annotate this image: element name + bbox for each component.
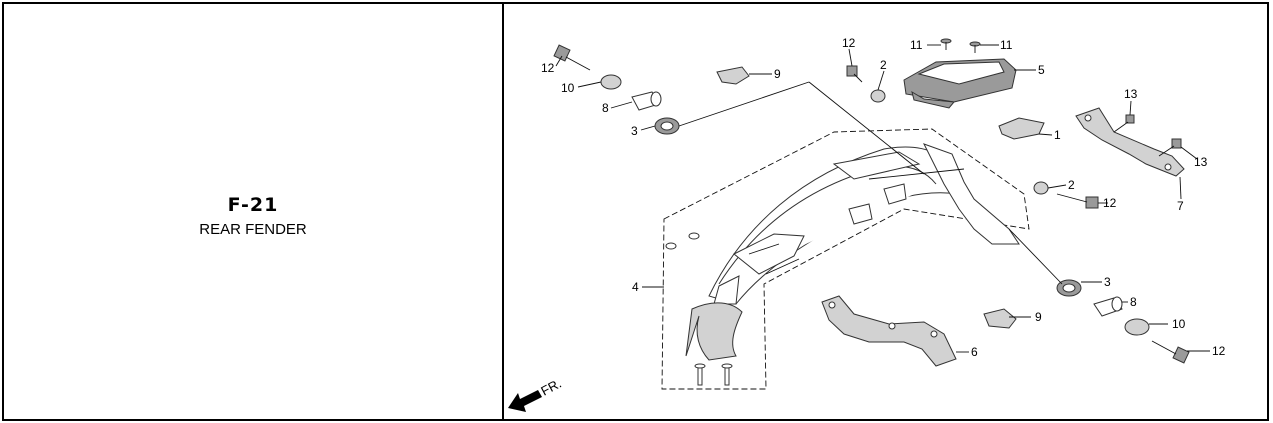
- callout-label: 12: [541, 61, 555, 75]
- callout-label: 10: [561, 81, 575, 95]
- callout-label: 11: [1000, 38, 1013, 52]
- section-header-panel: F-21 REAR FENDER: [4, 4, 502, 419]
- front-direction-label: FR.: [538, 376, 564, 399]
- front-direction-arrow-icon: [508, 390, 542, 412]
- callout-label: 4: [632, 280, 639, 294]
- nut-2-upper: [870, 89, 886, 103]
- section-code: F-21: [227, 194, 279, 216]
- cover-5: [903, 58, 1017, 109]
- rear-fender-body: [708, 143, 1020, 305]
- callout-label: 2: [1068, 178, 1075, 192]
- callout-label: 9: [774, 67, 781, 81]
- callout-label: 1: [1054, 128, 1061, 142]
- callout-label: 12: [1103, 196, 1117, 210]
- callout-label: 10: [1172, 317, 1186, 331]
- section-title: REAR FENDER: [199, 221, 307, 238]
- bolt-12-lower: [1151, 340, 1190, 364]
- panel-divider: [502, 4, 504, 419]
- callout-label: 13: [1124, 87, 1138, 101]
- mudflap: [685, 302, 743, 361]
- callout-label: 8: [602, 101, 609, 115]
- callout-label: 9: [1035, 310, 1042, 324]
- bolt-12-right: [1056, 193, 1099, 209]
- leader-lines: [555, 44, 1210, 353]
- exploded-parts-diagram: 12 10 8 3 9 12 2 11 11 5 1 13 13 7 2 12 …: [504, 4, 1267, 419]
- callout-label: 12: [1212, 344, 1226, 358]
- callout-label: 8: [1130, 295, 1137, 309]
- plate-1: [998, 117, 1045, 140]
- washer-10-lower: [1124, 318, 1150, 336]
- grommet-3-lower: [1056, 279, 1082, 297]
- callout-label: 6: [971, 345, 978, 359]
- clip-9-upper: [716, 66, 750, 85]
- callout-label: 2: [880, 58, 887, 72]
- bolt-13-upper: [1113, 114, 1135, 133]
- grommet-3-upper: [654, 117, 680, 135]
- bolt-13-lower: [1158, 138, 1182, 157]
- bolt-12-upper-left: [553, 44, 591, 71]
- callout-label: 12: [842, 36, 856, 50]
- bracket-6: [821, 295, 957, 367]
- mudflap-screws: [665, 232, 733, 386]
- callout-label: 7: [1177, 199, 1184, 213]
- bracket-7: [1075, 107, 1185, 177]
- clip-9-lower: [983, 308, 1017, 329]
- callout-label: 11: [910, 38, 923, 52]
- callout-label: 13: [1194, 155, 1208, 169]
- callout-label: 3: [631, 124, 638, 138]
- washer-10-upper: [600, 74, 622, 90]
- callout-label: 5: [1038, 63, 1045, 77]
- screw-11-right: [969, 41, 981, 53]
- collar-8-lower: [1093, 296, 1123, 317]
- collar-8-upper: [631, 91, 662, 111]
- screw-11-left: [940, 38, 952, 50]
- bolt-12-center: [846, 65, 863, 83]
- callout-label: 3: [1104, 275, 1111, 289]
- nut-2-right: [1033, 181, 1049, 195]
